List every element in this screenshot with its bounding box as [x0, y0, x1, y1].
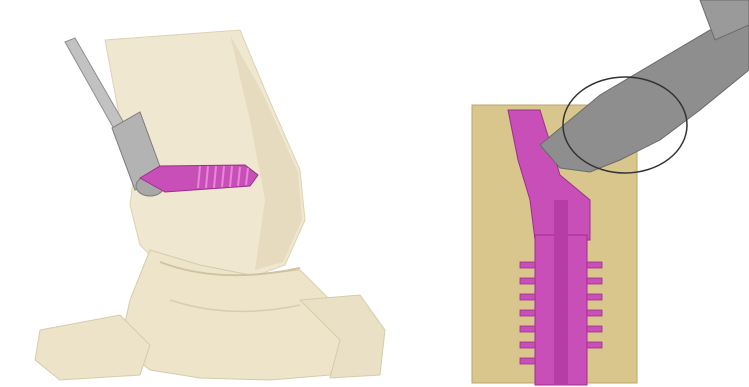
screw-cannulation	[554, 200, 568, 385]
cross-section-panel	[400, 0, 749, 387]
ankle-illustration-panel	[0, 0, 400, 387]
ankle-illustration	[0, 0, 400, 387]
cross-section-illustration	[400, 0, 749, 387]
